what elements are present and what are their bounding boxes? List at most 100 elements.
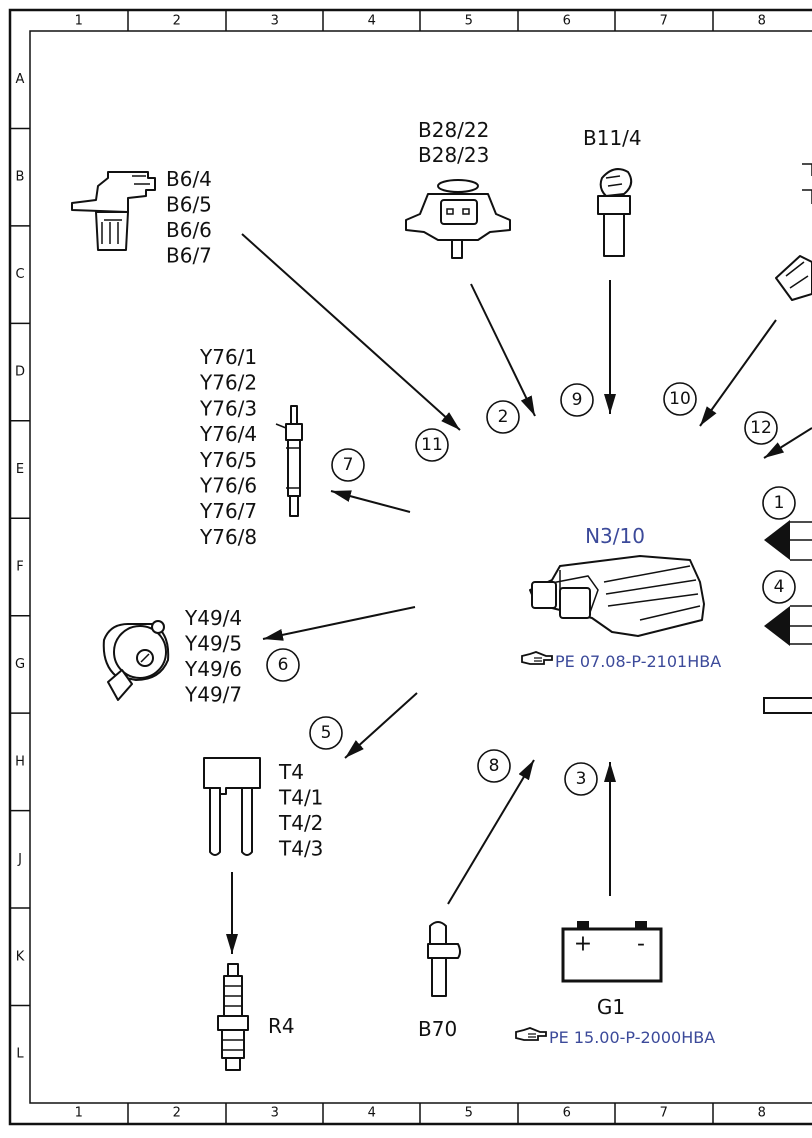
b11-temperature-sensor-icon	[597, 168, 633, 257]
marker-2: 2	[486, 400, 520, 434]
r4-plug-icon	[217, 963, 249, 1071]
component-code: Y76/3	[199, 396, 257, 420]
frame-column-label: 2	[173, 14, 181, 29]
frame-row-label: D	[15, 365, 25, 380]
frame-column-label: 8	[758, 1106, 766, 1121]
marker-number: 5	[321, 723, 332, 743]
frame-column-label: 6	[563, 14, 571, 29]
arrow-y76	[330, 490, 411, 513]
marker-4: 4	[762, 570, 796, 604]
component-code: T4/2	[278, 811, 323, 835]
component-code: Y76/4	[199, 422, 257, 446]
t4-ignition-coil-icon	[203, 757, 261, 856]
battery-reference-link[interactable]: PE 15.00-P-2000HBA	[549, 1028, 715, 1047]
marker-3: 3	[564, 762, 598, 796]
component-code: B28/22	[418, 118, 489, 142]
marker-8: 8	[477, 749, 511, 783]
battery-reference[interactable]: PE 15.00-P-2000HBA	[515, 1027, 715, 1047]
frame-column-label: 4	[368, 14, 376, 29]
arrow-y49	[262, 606, 416, 641]
frame-row-label: B	[16, 170, 25, 185]
ecu-reference-link[interactable]: PE 07.08-P-2101HBA	[555, 652, 721, 671]
frame-row-label: H	[15, 754, 25, 769]
b6-sensor-icon	[71, 171, 156, 251]
component-code: Y76/7	[199, 499, 257, 523]
component-code: B6/7	[166, 244, 212, 268]
right-edge-parts-icon	[763, 521, 812, 714]
connection-arrows	[226, 233, 812, 954]
marker-number: 11	[421, 435, 443, 455]
ecu-reference[interactable]: PE 07.08-P-2101HBA	[521, 651, 721, 671]
component-code: B28/23	[418, 143, 489, 167]
b28-pressure-sensor-icon	[405, 179, 511, 259]
frame-column-label: 7	[660, 14, 668, 29]
frame-column-label: 3	[271, 1106, 279, 1121]
marker-number: 8	[489, 756, 500, 776]
pointing-hand-icon	[521, 651, 553, 665]
arrow-b28	[470, 283, 536, 417]
marker-10: 10	[663, 382, 697, 416]
y49-actuator-icon	[102, 620, 170, 701]
component-code: T4	[278, 760, 304, 784]
drawing-frame	[8, 8, 812, 1126]
marker-1: 1	[762, 486, 796, 520]
frame-column-label: 7	[660, 1106, 668, 1121]
frame-column-label: 5	[465, 1106, 473, 1121]
component-code: Y76/2	[199, 371, 257, 395]
marker-number: 6	[278, 655, 289, 675]
component-code: Y49/6	[184, 657, 242, 681]
component-code: Y76/6	[199, 474, 257, 498]
frame-row-label: C	[15, 267, 24, 282]
component-code: B6/5	[166, 193, 212, 217]
label-g1: G1	[597, 995, 625, 1019]
marker-5: 5	[309, 716, 343, 750]
marker-number: 7	[343, 455, 354, 475]
right-input-arrows	[764, 520, 790, 646]
frame-column-label: 6	[563, 1106, 571, 1121]
battery-minus-sign: -	[637, 932, 645, 957]
frame-column-label: 5	[465, 14, 473, 29]
component-code: Y49/4	[184, 606, 242, 630]
frame-column-label: 1	[75, 14, 83, 29]
label-n3-10: N3/10	[585, 524, 645, 548]
component-code: T4/1	[278, 786, 323, 810]
component-code: B11/4	[583, 126, 642, 150]
frame-row-label: K	[16, 949, 25, 964]
marker-7: 7	[331, 448, 365, 482]
arrow-b70	[447, 759, 535, 905]
marker-number: 4	[774, 577, 785, 597]
arrow-12	[763, 427, 812, 459]
b70-crank-sensor-icon	[427, 921, 461, 997]
frame-column-label: 4	[368, 1106, 376, 1121]
frame-column-label: 8	[758, 14, 766, 29]
component-code: Y76/1	[199, 345, 257, 369]
label-b11: B11/4	[583, 126, 642, 150]
marker-number: 3	[576, 769, 587, 789]
label-b70: B70	[418, 1017, 457, 1041]
partial-labels-icon	[802, 163, 812, 204]
y76-glow-plug-icon	[275, 405, 303, 517]
frame-row-label: F	[16, 559, 23, 574]
n3-10-ecu-icon	[529, 555, 705, 637]
connector-partial-icon	[775, 255, 812, 301]
arrow-10	[699, 319, 777, 427]
marker-12: 12	[744, 411, 778, 445]
frame-row-label: J	[17, 852, 22, 867]
component-code: B6/4	[166, 167, 212, 191]
pointing-hand-icon	[515, 1027, 547, 1041]
frame-row-label: G	[15, 657, 25, 672]
component-code: B70	[418, 1017, 457, 1041]
marker-number: 12	[750, 418, 772, 438]
frame-column-label: 1	[75, 1106, 83, 1121]
label-r4: R4	[268, 1014, 295, 1038]
marker-number: 2	[498, 407, 509, 427]
marker-9: 9	[560, 383, 594, 417]
